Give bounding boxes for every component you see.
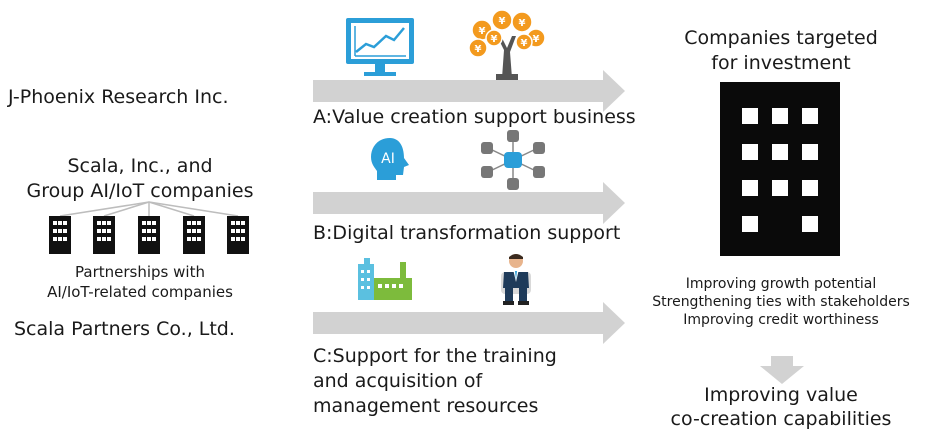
- target-line-1: Companies targeted: [684, 27, 878, 49]
- scala-group-label: Scala, Inc., and Group AI/IoT companies: [18, 154, 262, 204]
- partnerships-label: Partnerships with AI/IoT-related compani…: [18, 262, 262, 302]
- c-line-2: and acquisition of: [313, 370, 483, 392]
- target-line-2: for investment: [711, 52, 851, 74]
- result-line-1: Improving value: [704, 384, 858, 406]
- svg-text:¥: ¥: [475, 44, 482, 55]
- scala-line-2: Group AI/IoT companies: [26, 180, 254, 202]
- partnerships-line-1: Partnerships with: [75, 263, 205, 281]
- svg-text:¥: ¥: [533, 34, 540, 45]
- result-label: Improving value co-creation capabilities: [656, 383, 906, 431]
- a-label: A:Value creation support business: [313, 106, 636, 128]
- ai-head-icon: AI: [371, 138, 409, 180]
- arrow-c: [313, 302, 625, 344]
- benefit-3: Improving credit worthiness: [683, 312, 879, 328]
- arrow-a: [313, 70, 625, 112]
- businessman-icon: [501, 254, 531, 305]
- scala-line-1: Scala, Inc., and: [67, 155, 213, 177]
- database-network-icon: [481, 130, 545, 190]
- down-arrow-icon: [760, 356, 804, 384]
- svg-text:¥: ¥: [491, 34, 498, 45]
- scala-partners-label: Scala Partners Co., Ltd.: [14, 318, 235, 340]
- benefits-list: Improving growth potential Strengthening…: [646, 275, 916, 329]
- svg-text:¥: ¥: [479, 26, 486, 37]
- b-label: B:Digital transformation support: [313, 222, 621, 244]
- office-building-icon: [720, 82, 840, 256]
- c-line-3: management resources: [313, 395, 539, 417]
- benefit-1: Improving growth potential: [685, 276, 877, 292]
- monitor-chart-icon: [346, 18, 414, 76]
- benefit-2: Strengthening ties with stakeholders: [652, 294, 910, 310]
- arrow-b: [313, 182, 625, 224]
- svg-text:¥: ¥: [499, 16, 506, 27]
- c-label: C:Support for the training and acquisiti…: [313, 344, 557, 419]
- result-line-2: co-creation capabilities: [670, 408, 892, 430]
- jphoenix-label: J-Phoenix Research Inc.: [8, 86, 229, 108]
- ai-icon-text: AI: [381, 151, 395, 167]
- target-companies-label: Companies targeted for investment: [656, 26, 906, 76]
- svg-text:¥: ¥: [521, 38, 528, 49]
- money-tree-icon: ¥¥¥ ¥¥¥¥: [468, 9, 546, 80]
- c-line-1: C:Support for the training: [313, 345, 557, 367]
- partnerships-line-2: AI/IoT-related companies: [47, 283, 233, 301]
- svg-text:¥: ¥: [519, 18, 526, 29]
- factory-icon: [358, 258, 412, 300]
- group-companies-icon: [49, 201, 249, 254]
